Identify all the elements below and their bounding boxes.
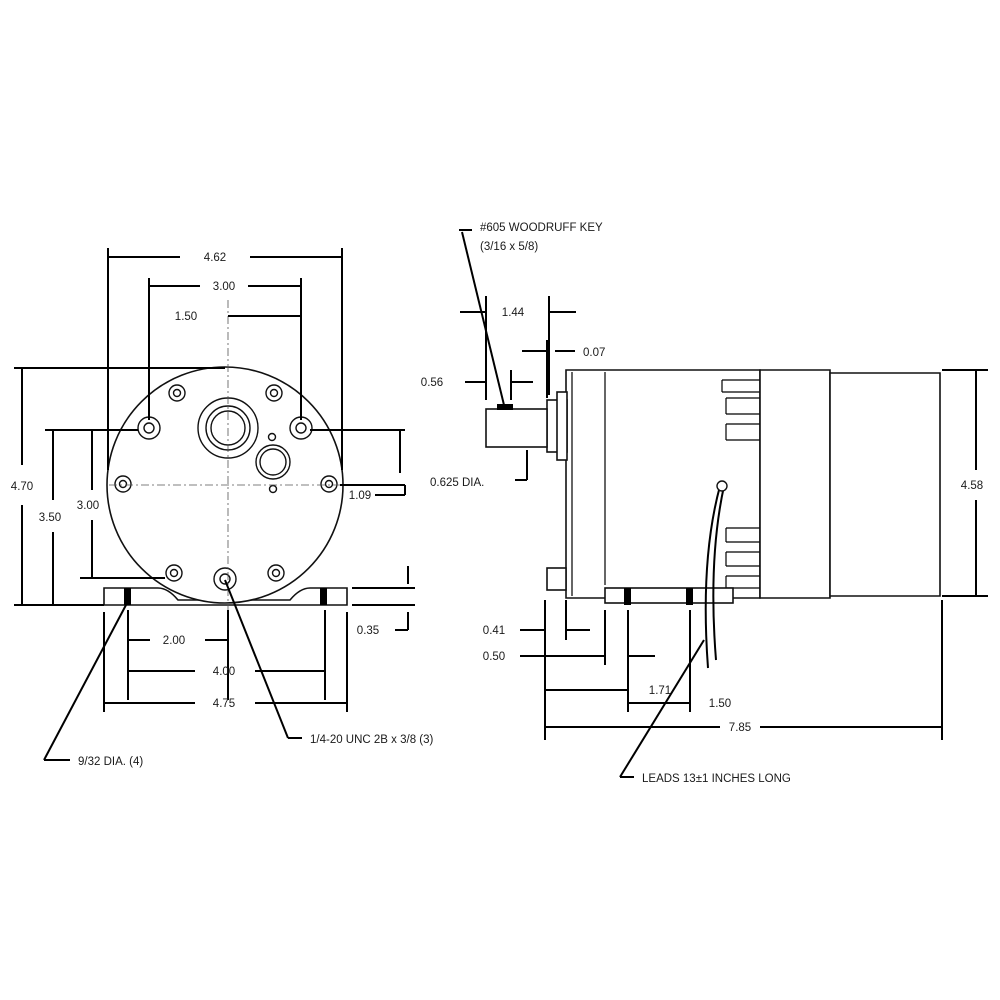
note-key-size: (3/16 x 5/8) <box>480 241 538 253</box>
dim-overall-length: 7.85 <box>729 722 751 734</box>
front-tapped-holes <box>137 416 313 591</box>
note-foot-hole: 9/32 DIA. (4) <box>78 756 143 768</box>
dim-shaft-length: 1.44 <box>502 307 525 319</box>
dim-key-offset: 0.56 <box>421 377 443 389</box>
dim-foot-hole-spacing-side: 1.71 <box>649 685 671 697</box>
note-leads: LEADS 13±1 INCHES LONG <box>642 773 791 785</box>
side-gearbox-housing <box>565 369 761 599</box>
dim-overall-width: 4.62 <box>204 252 226 264</box>
dim-foot-offset-b: 0.50 <box>483 651 505 663</box>
front-view: 4.62 3.00 1.50 4.70 3.50 3.00 1.09 <box>11 248 434 768</box>
note-tapped-hole: 1/4-20 UNC 2B x 3/8 (3) <box>310 734 434 746</box>
side-output-shaft <box>485 408 548 448</box>
front-bolt-holes <box>114 384 338 582</box>
dim-lead-offset: 1.50 <box>709 698 731 710</box>
side-mounting-foot <box>604 587 734 604</box>
dim-half-spacing: 1.50 <box>175 311 197 323</box>
foot-hole-left <box>124 588 131 605</box>
dim-half-foot: 2.00 <box>163 635 185 647</box>
dim-foot-offset-a: 0.41 <box>483 625 505 637</box>
front-mounting-foot <box>103 587 348 606</box>
dim-bolt-spacing: 3.00 <box>213 281 235 293</box>
dim-shaft-dia: 0.625 DIA. <box>430 477 484 489</box>
side-view: #605 WOODRUFF KEY (3/16 x 5/8) 1.44 0.07… <box>421 222 988 785</box>
dim-foot-hole-spacing: 4.00 <box>213 666 235 678</box>
side-motor-can <box>759 369 831 599</box>
side-woodruff-key <box>497 404 513 410</box>
dim-mount-height: 3.50 <box>39 512 61 524</box>
side-motor-endcap <box>829 372 941 597</box>
dim-bolt-vertical: 3.00 <box>77 500 99 512</box>
dim-foot-width: 4.75 <box>213 698 235 710</box>
dim-body-height: 4.58 <box>961 480 983 492</box>
dim-foot-thickness: 0.35 <box>357 625 379 637</box>
side-leads <box>704 485 721 669</box>
foot-hole-right <box>320 588 327 605</box>
dim-shaft-offset: 1.09 <box>349 490 371 502</box>
dim-flange-step: 0.07 <box>583 347 605 359</box>
note-key: #605 WOODRUFF KEY <box>480 222 603 234</box>
side-cooling-fins <box>721 379 760 589</box>
dim-overall-height: 4.70 <box>11 481 33 493</box>
